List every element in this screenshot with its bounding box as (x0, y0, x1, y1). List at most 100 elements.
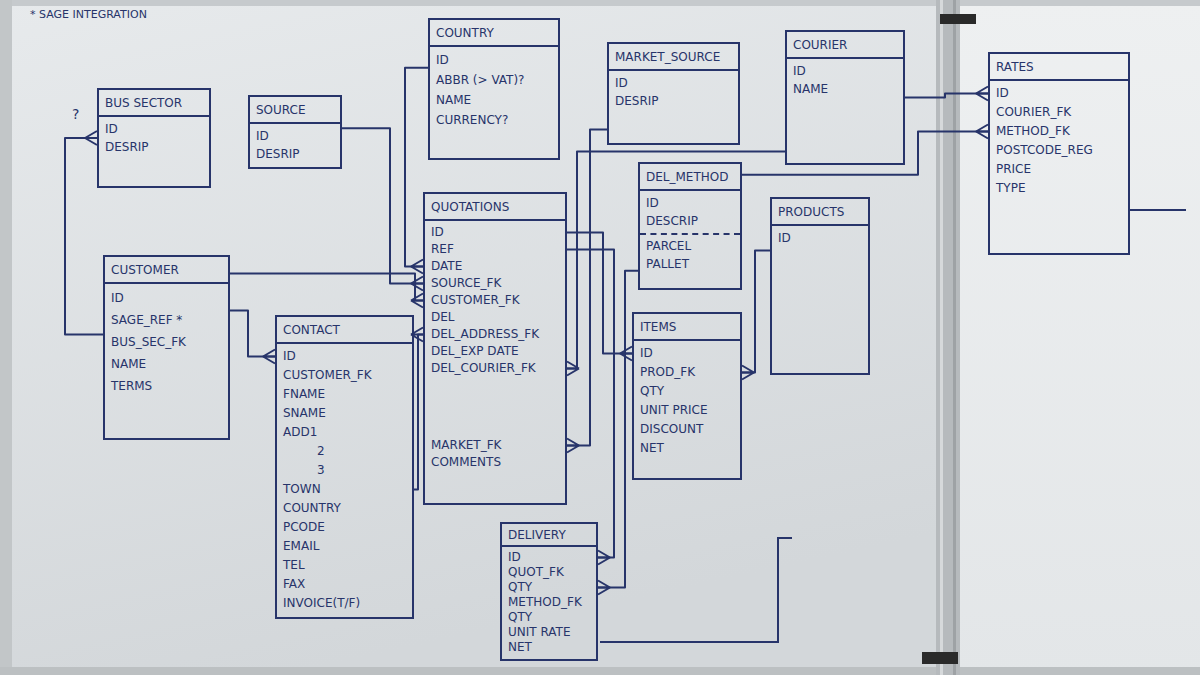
board-title: * SAGE INTEGRATION (30, 8, 147, 21)
relation-line (230, 311, 275, 364)
table-name: CONTACT (277, 317, 412, 344)
field-name: NAME (787, 80, 903, 98)
field-name: DEL (425, 309, 565, 326)
field-name: QTY (634, 382, 740, 401)
board-frame (0, 0, 1200, 6)
field-name: ID (609, 74, 738, 92)
relation-line (742, 125, 988, 175)
crows-foot (598, 551, 610, 565)
table-name: RATES (990, 54, 1128, 81)
field-name: QTY (502, 610, 596, 625)
field-name: ID (634, 344, 740, 363)
stub-line (600, 538, 792, 642)
field-name: SOURCE_FK (425, 275, 565, 292)
field-name: CUSTOMER_FK (425, 292, 565, 309)
field-name: FNAME (277, 385, 412, 404)
board-frame (0, 667, 1200, 675)
field-name: PRICE (990, 160, 1128, 179)
table-name: QUOTATIONS (425, 194, 565, 221)
field-name: POSTCODE_REG (990, 141, 1128, 160)
board-right (958, 0, 1200, 675)
field-name: ID (277, 347, 412, 366)
relation-line (567, 250, 614, 565)
crows-foot (411, 260, 423, 274)
field-name: ID (430, 50, 558, 70)
field-name: 2 (277, 442, 412, 461)
field-name: ID (502, 550, 596, 565)
field-name: NET (502, 640, 596, 655)
table-name: ITEMS (634, 314, 740, 341)
table-name: DELIVERY (502, 524, 596, 547)
field-name: DEL_EXP DATE (425, 343, 565, 360)
field-name: ID (772, 229, 868, 247)
field-name: DESRIP (250, 145, 340, 163)
field-name: QUOT_FK (502, 565, 596, 580)
field-name: COUNTRY (277, 499, 412, 518)
relation-path (567, 233, 632, 354)
table-name: MARKET_SOURCE (609, 44, 738, 71)
table-name: DEL_METHOD (640, 164, 740, 191)
field-name: ADD1 (277, 423, 412, 442)
table-box: DEL_METHODIDDESCRIPPARCELPALLET (638, 162, 742, 290)
field-name: UNIT RATE (502, 625, 596, 640)
field-name: SNAME (277, 404, 412, 423)
table-box: ITEMSIDPROD_FKQTYUNIT PRICEDISCOUNTNET (632, 312, 742, 480)
field-name: DEL_COURIER_FK (425, 360, 565, 377)
field-name: NAME (430, 90, 558, 110)
field-name: NET (634, 439, 740, 458)
relation-path (742, 132, 988, 175)
table-box: DELIVERYIDQUOT_FKQTYMETHOD_FKQTYUNIT RAT… (500, 522, 598, 661)
crows-foot (567, 439, 579, 453)
field-name: EMAIL (277, 537, 412, 556)
table-name: PRODUCTS (772, 199, 868, 226)
table-name: COURIER (787, 32, 903, 59)
field-name: DESRIP (609, 92, 738, 110)
relation-path (414, 335, 423, 490)
field-name: PALLET (640, 255, 740, 273)
relation-path (567, 152, 785, 369)
field-name: DATE (425, 258, 565, 275)
field-name: ID (105, 287, 228, 309)
field-name: BUS_SEC_FK (105, 331, 228, 353)
table-box: QUOTATIONSIDREFDATESOURCE_FKCUSTOMER_FKD… (423, 192, 567, 505)
field-name: CURRENCY? (430, 110, 558, 130)
field-name: DISCOUNT (634, 420, 740, 439)
table-box: BUS SECTORIDDESRIP (97, 88, 211, 188)
field-name: QTY (502, 580, 596, 595)
note-label: ? (72, 106, 79, 122)
field-name: COURIER_FK (990, 103, 1128, 122)
relation-path (230, 274, 423, 301)
relation-path (567, 250, 614, 558)
field-name: NAME (105, 353, 228, 375)
relation-path (567, 130, 607, 446)
field-name: ID (640, 194, 740, 212)
field-name: ID (990, 84, 1128, 103)
field-name: MARKET_FK (425, 437, 565, 454)
field-name: PCODE (277, 518, 412, 537)
crows-foot (598, 581, 610, 595)
table-name: SOURCE (250, 97, 340, 124)
relation-path (342, 128, 423, 283)
crows-foot (85, 131, 97, 145)
field-name: ID (99, 120, 209, 138)
table-box: COUNTRYIDABBR (> VAT)?NAMECURRENCY? (428, 18, 560, 160)
field-name: METHOD_FK (990, 122, 1128, 141)
relation-line (567, 130, 607, 453)
field-name: PARCEL (640, 233, 740, 255)
board-left (0, 0, 940, 675)
field-name: TOWN (277, 480, 412, 499)
board-clip (940, 14, 976, 24)
field-name: INVOICE(T/F) (277, 594, 412, 613)
crows-foot (976, 87, 988, 101)
relation-line (230, 274, 423, 308)
table-name: BUS SECTOR (99, 90, 209, 117)
board-clip (922, 652, 958, 664)
field-name: DEL_ADDRESS_FK (425, 326, 565, 343)
crows-foot (976, 125, 988, 139)
relation-line (567, 233, 632, 361)
board-divider (953, 0, 956, 675)
relation-path (230, 311, 275, 357)
field-name: TEL (277, 556, 412, 575)
field-name: CUSTOMER_FK (277, 366, 412, 385)
